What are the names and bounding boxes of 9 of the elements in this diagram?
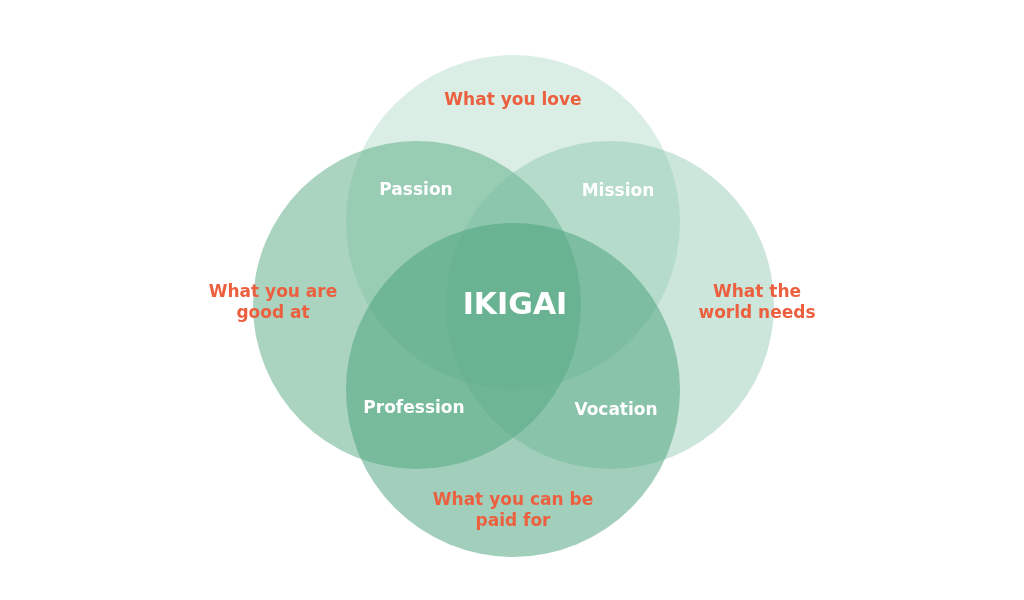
overlap-label: Profession	[363, 397, 465, 417]
circle-label: What you love	[443, 88, 583, 110]
overlap-label: Passion	[379, 179, 453, 199]
circle-label: What you can be paid for	[431, 489, 595, 531]
overlap-label: Mission	[581, 180, 655, 200]
venn-circle	[346, 223, 680, 557]
center-title: IKIGAI	[462, 285, 568, 321]
circle-label: What the world needs	[697, 281, 817, 323]
overlap-label: Vocation	[574, 399, 658, 419]
